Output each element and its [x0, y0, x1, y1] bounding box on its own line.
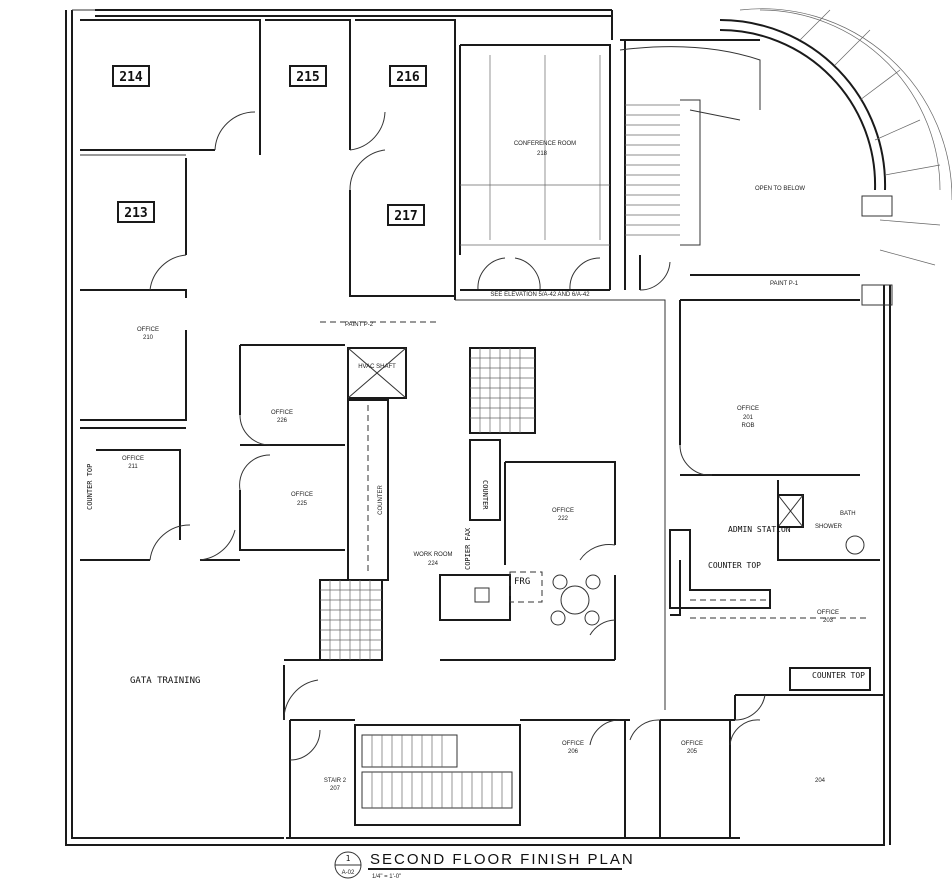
stair-top — [619, 39, 860, 291]
drawing-title: SECOND FLOOR FINISH PLAN — [370, 851, 635, 868]
label-work-room: WORK ROOM — [414, 552, 453, 558]
label-office-206-num: 206 — [568, 749, 579, 755]
room-tag-216: 216 — [389, 65, 427, 87]
label-conference: CONFERENCE ROOM — [514, 141, 576, 147]
label-counter-top-right: COUNTER TOP — [812, 671, 865, 680]
label-frg: FRG — [514, 577, 530, 587]
label-paint-p2: PAINT P-2 — [345, 322, 374, 328]
label-counter: COUNTER — [378, 485, 384, 515]
label-counter-top-left: COUNTER TOP — [86, 464, 94, 510]
sheet-number: A-02 — [342, 870, 355, 876]
room-tag-215: 215 — [289, 65, 327, 87]
workroom-lower — [439, 571, 616, 661]
label-office-211-num: 211 — [128, 464, 138, 470]
label-conference-num: 218 — [537, 151, 548, 157]
label-office-205: OFFICE — [681, 741, 703, 747]
label-office-201-num: 201 — [743, 415, 754, 421]
svg-text:213: 213 — [124, 206, 147, 221]
label-open-to-below: OPEN TO BELOW — [755, 186, 805, 192]
office-block-top-left — [80, 19, 456, 300]
restroom-block — [469, 347, 536, 434]
label-hvac: HVAC SHAFT — [358, 364, 396, 370]
restroom-left — [283, 579, 383, 721]
svg-text:216: 216 — [396, 70, 420, 85]
left-offices — [80, 330, 345, 561]
right-offices — [589, 299, 884, 838]
label-room-204: 204 — [815, 778, 826, 784]
label-admin: ADMIN STATION — [728, 525, 791, 534]
label-office-206: OFFICE — [562, 741, 584, 747]
label-stair: STAIR 2 — [324, 778, 347, 784]
copier-counter — [469, 439, 616, 565]
label-office-203: OFFICE — [817, 610, 839, 616]
svg-text:214: 214 — [119, 70, 143, 85]
svg-text:217: 217 — [394, 209, 417, 224]
label-office-201: OFFICE — [737, 406, 759, 412]
label-counter-top-admin: COUNTER TOP — [708, 561, 761, 570]
title-block: 1 A-02 SECOND FLOOR FINISH PLAN 1/4" = 1… — [334, 851, 635, 880]
room-tag-214: 214 — [112, 65, 150, 87]
label-office-211: OFFICE — [122, 456, 144, 462]
drawing-scale: 1/4" = 1'-0" — [372, 874, 401, 880]
conference-room — [459, 44, 611, 291]
label-office-226: OFFICE — [271, 410, 293, 416]
stair-bottom — [289, 719, 590, 838]
corridor-wall — [455, 299, 666, 710]
label-paint-p1: PAINT P-1 — [770, 281, 799, 287]
label-shower: SHOWER — [815, 524, 843, 530]
label-work-room-num: 224 — [428, 561, 439, 567]
detail-number: 1 — [346, 854, 351, 863]
label-office-210-num: 210 — [143, 335, 154, 341]
room-tag-213: 213 — [117, 201, 155, 223]
label-office-203-num: 203 — [823, 618, 834, 624]
hvac-counter-column — [347, 347, 407, 581]
label-gata-training: GATA TRAINING — [130, 676, 200, 686]
label-office-205-num: 205 — [687, 749, 698, 755]
label-office-222-num: 222 — [558, 516, 569, 522]
label-bath: BATH — [840, 511, 856, 517]
label-see-elevation: SEE ELEVATION 5/A-42 AND 6/A-42 — [490, 292, 590, 298]
label-stair-num: 207 — [330, 786, 341, 792]
label-office-225-num: 225 — [297, 501, 308, 507]
label-office-201-sub: ROB — [741, 423, 754, 429]
label-copier-counter: COUNTER — [481, 480, 489, 510]
svg-text:215: 215 — [296, 70, 319, 85]
label-office-222: OFFICE — [552, 508, 574, 514]
label-office-225: OFFICE — [291, 492, 313, 498]
exterior-walls — [65, 9, 891, 846]
curved-balcony — [719, 8, 952, 306]
label-office-210: OFFICE — [137, 327, 159, 333]
room-tag-217: 217 — [387, 204, 425, 226]
label-office-226-num: 226 — [277, 418, 288, 424]
label-copier-fax: COPIER FAX — [464, 527, 472, 570]
